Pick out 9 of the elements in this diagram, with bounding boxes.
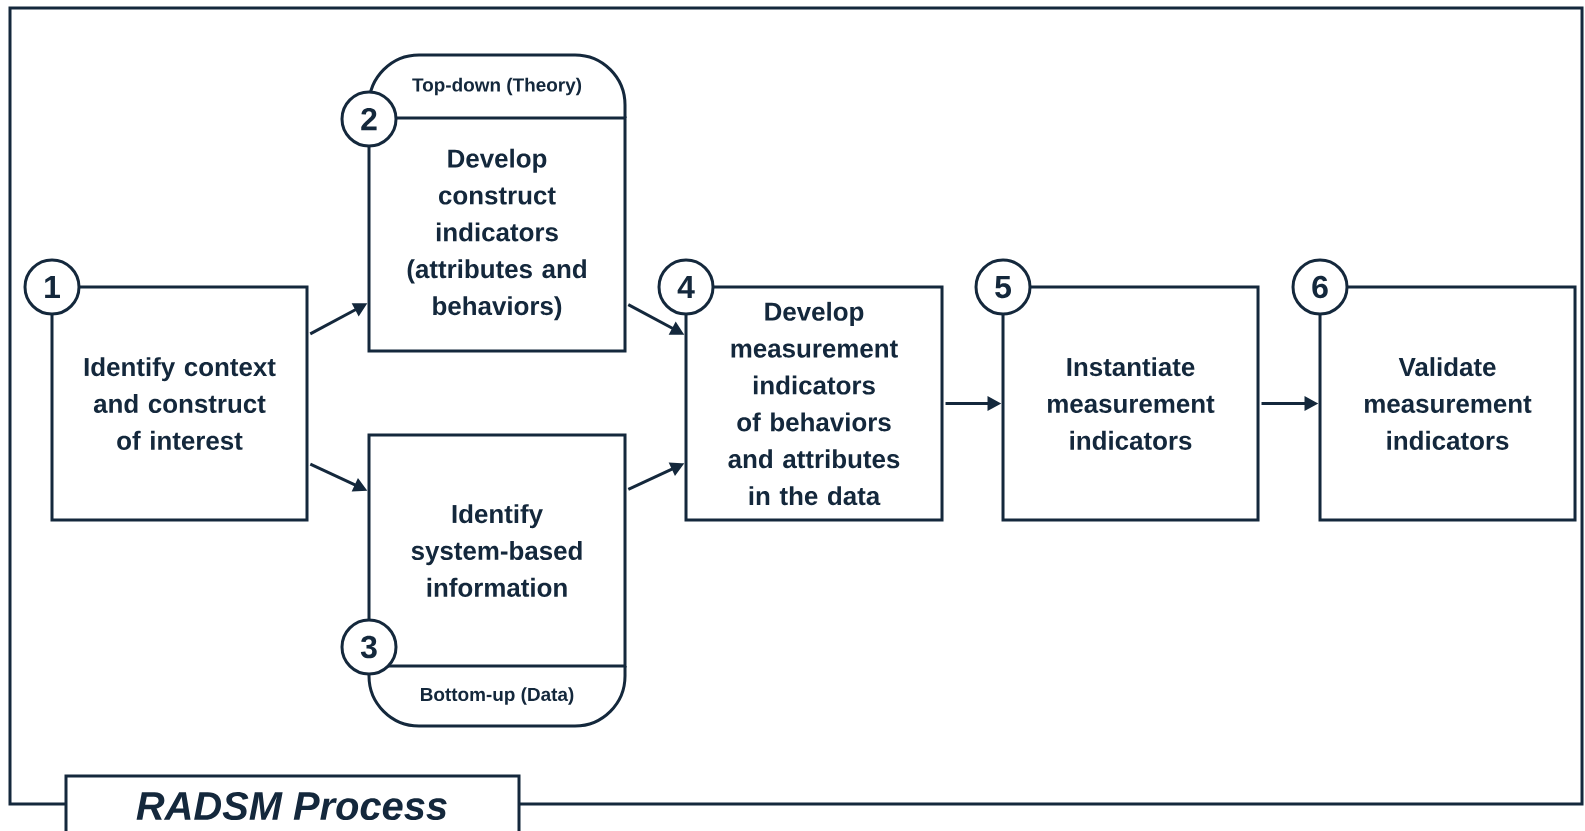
- title-box: RADSM Process: [64, 774, 521, 831]
- step-number: 1: [23, 258, 81, 316]
- step-number: 3: [340, 618, 398, 676]
- step-number: 6: [1291, 258, 1349, 316]
- step-number: 2: [340, 90, 398, 148]
- step-number: 5: [974, 258, 1032, 316]
- step-number: 4: [657, 258, 715, 316]
- node-label: Bottom-up (Data): [420, 687, 574, 705]
- node-label: Top-down (Theory): [412, 77, 582, 96]
